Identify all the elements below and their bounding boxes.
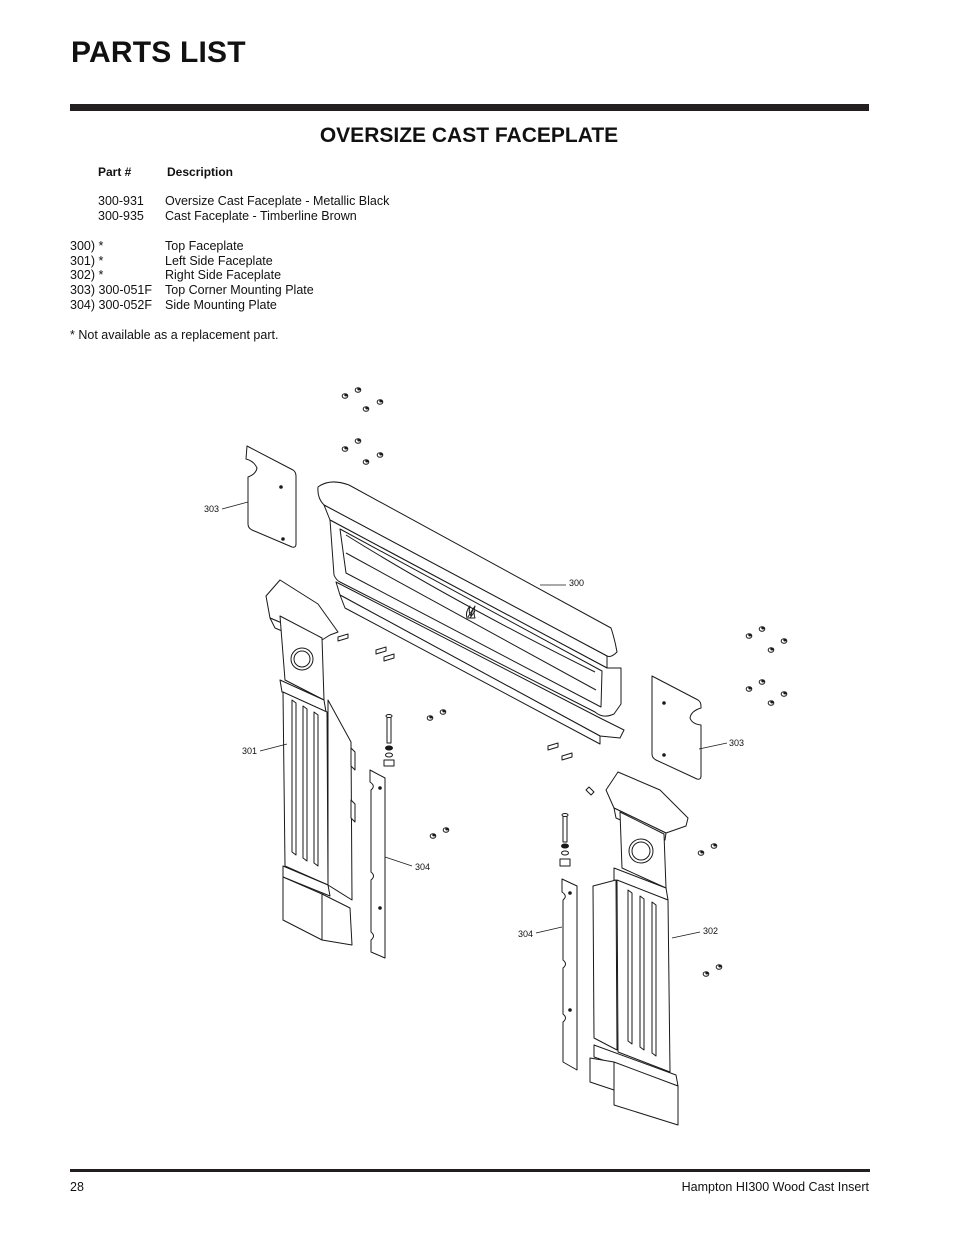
footer-rule — [70, 1169, 870, 1172]
callout-303-left: 303 — [204, 504, 219, 514]
bolt-assembly-left — [383, 714, 395, 767]
left-side-faceplate — [265, 579, 356, 946]
description-header: Description — [167, 165, 234, 179]
right-side-faceplate — [585, 771, 689, 1126]
top-faceplate — [317, 481, 625, 761]
part-ref: 301) * — [70, 254, 104, 268]
callout-301: 301 — [242, 746, 257, 756]
part-ref: 304) 300-052F — [70, 298, 153, 312]
flame-logo-icon — [465, 605, 476, 619]
callout-303-right: 303 — [729, 738, 744, 748]
part-ref: 300) * — [70, 239, 104, 253]
part-description: Top Faceplate — [165, 239, 244, 253]
top-corner-mounting-plate-left — [245, 445, 297, 548]
callout-302: 302 — [703, 926, 718, 936]
kit-description: Cast Faceplate - Timberline Brown — [165, 209, 357, 223]
part-ref: 302) * — [70, 268, 104, 282]
callout-300: 300 — [569, 578, 584, 588]
screw-pairs — [426, 709, 723, 977]
part-description: Left Side Faceplate — [165, 254, 273, 268]
kit-description: Oversize Cast Faceplate - Metallic Black — [165, 194, 390, 208]
side-mounting-plate-right — [561, 878, 578, 1071]
kit-part-number: 300-931 — [98, 194, 144, 208]
page-number: 28 — [70, 1180, 84, 1194]
part-description: Right Side Faceplate — [165, 268, 282, 282]
top-corner-mounting-plate-right — [651, 675, 702, 780]
callout-304-right: 304 — [518, 929, 533, 939]
bolt-assembly-right — [559, 813, 571, 867]
part-ref: 303) 300-051F — [70, 283, 153, 297]
screw-cluster-right — [745, 626, 788, 706]
kit-part-number: 300-935 — [98, 209, 144, 223]
screw-cluster-top — [341, 387, 384, 465]
footer-product-title: Hampton HI300 Wood Cast Insert — [681, 1180, 869, 1194]
replacement-note: * Not available as a replacement part. — [70, 328, 279, 342]
side-mounting-plate-left — [369, 769, 386, 959]
part-number-header: Part # — [98, 165, 132, 179]
section-title: OVERSIZE CAST FACEPLATE — [319, 124, 619, 147]
part-description: Top Corner Mounting Plate — [165, 283, 314, 297]
callout-304-left: 304 — [415, 862, 430, 872]
part-description: Side Mounting Plate — [165, 298, 277, 312]
leader-lines — [221, 501, 728, 939]
page-title: PARTS LIST — [71, 36, 246, 69]
header-rule — [70, 104, 869, 111]
